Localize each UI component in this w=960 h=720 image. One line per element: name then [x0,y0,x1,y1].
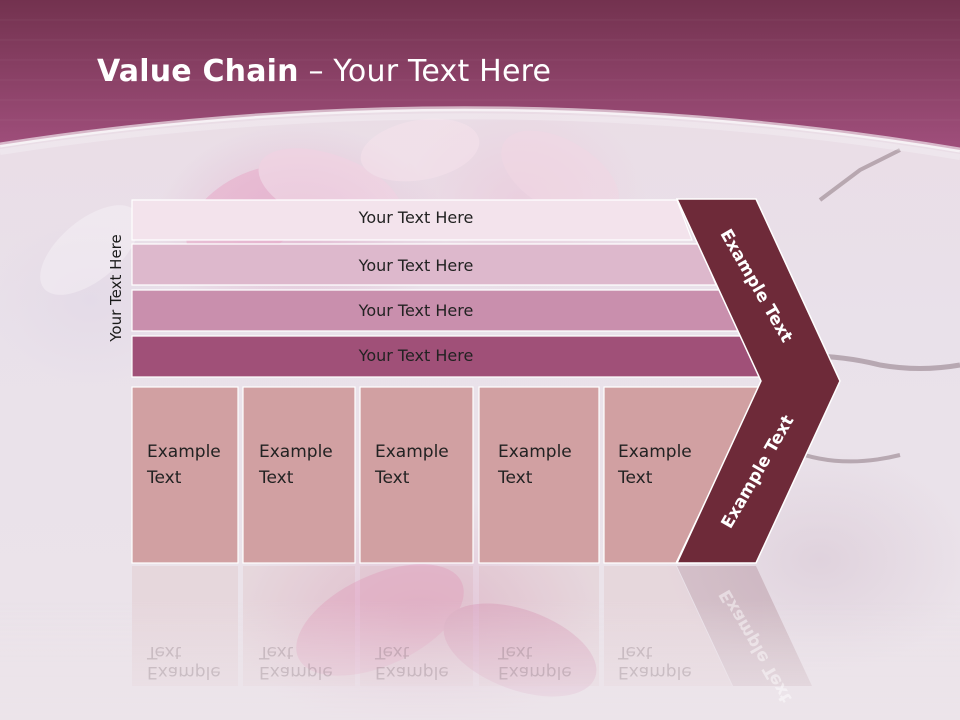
activity-box-1 [131,386,239,564]
slide-title: Value Chain – Your Text Here [97,54,552,89]
activity-box-4 [478,386,600,564]
value-chevron [675,198,841,564]
activity-box-2 [242,386,356,564]
header-band [0,0,960,150]
activity-box-5 [603,386,761,564]
bar-2-label: Your Text Here [358,256,474,275]
bar-1 [131,199,693,241]
vertical-side-label: Your Text Here [107,234,125,342]
bar-3-label: Your Text Here [358,301,474,320]
bar-1-label: Your Text Here [358,208,474,227]
activity-box-3 [359,386,474,564]
bar-4-label: Your Text Here [358,346,474,365]
